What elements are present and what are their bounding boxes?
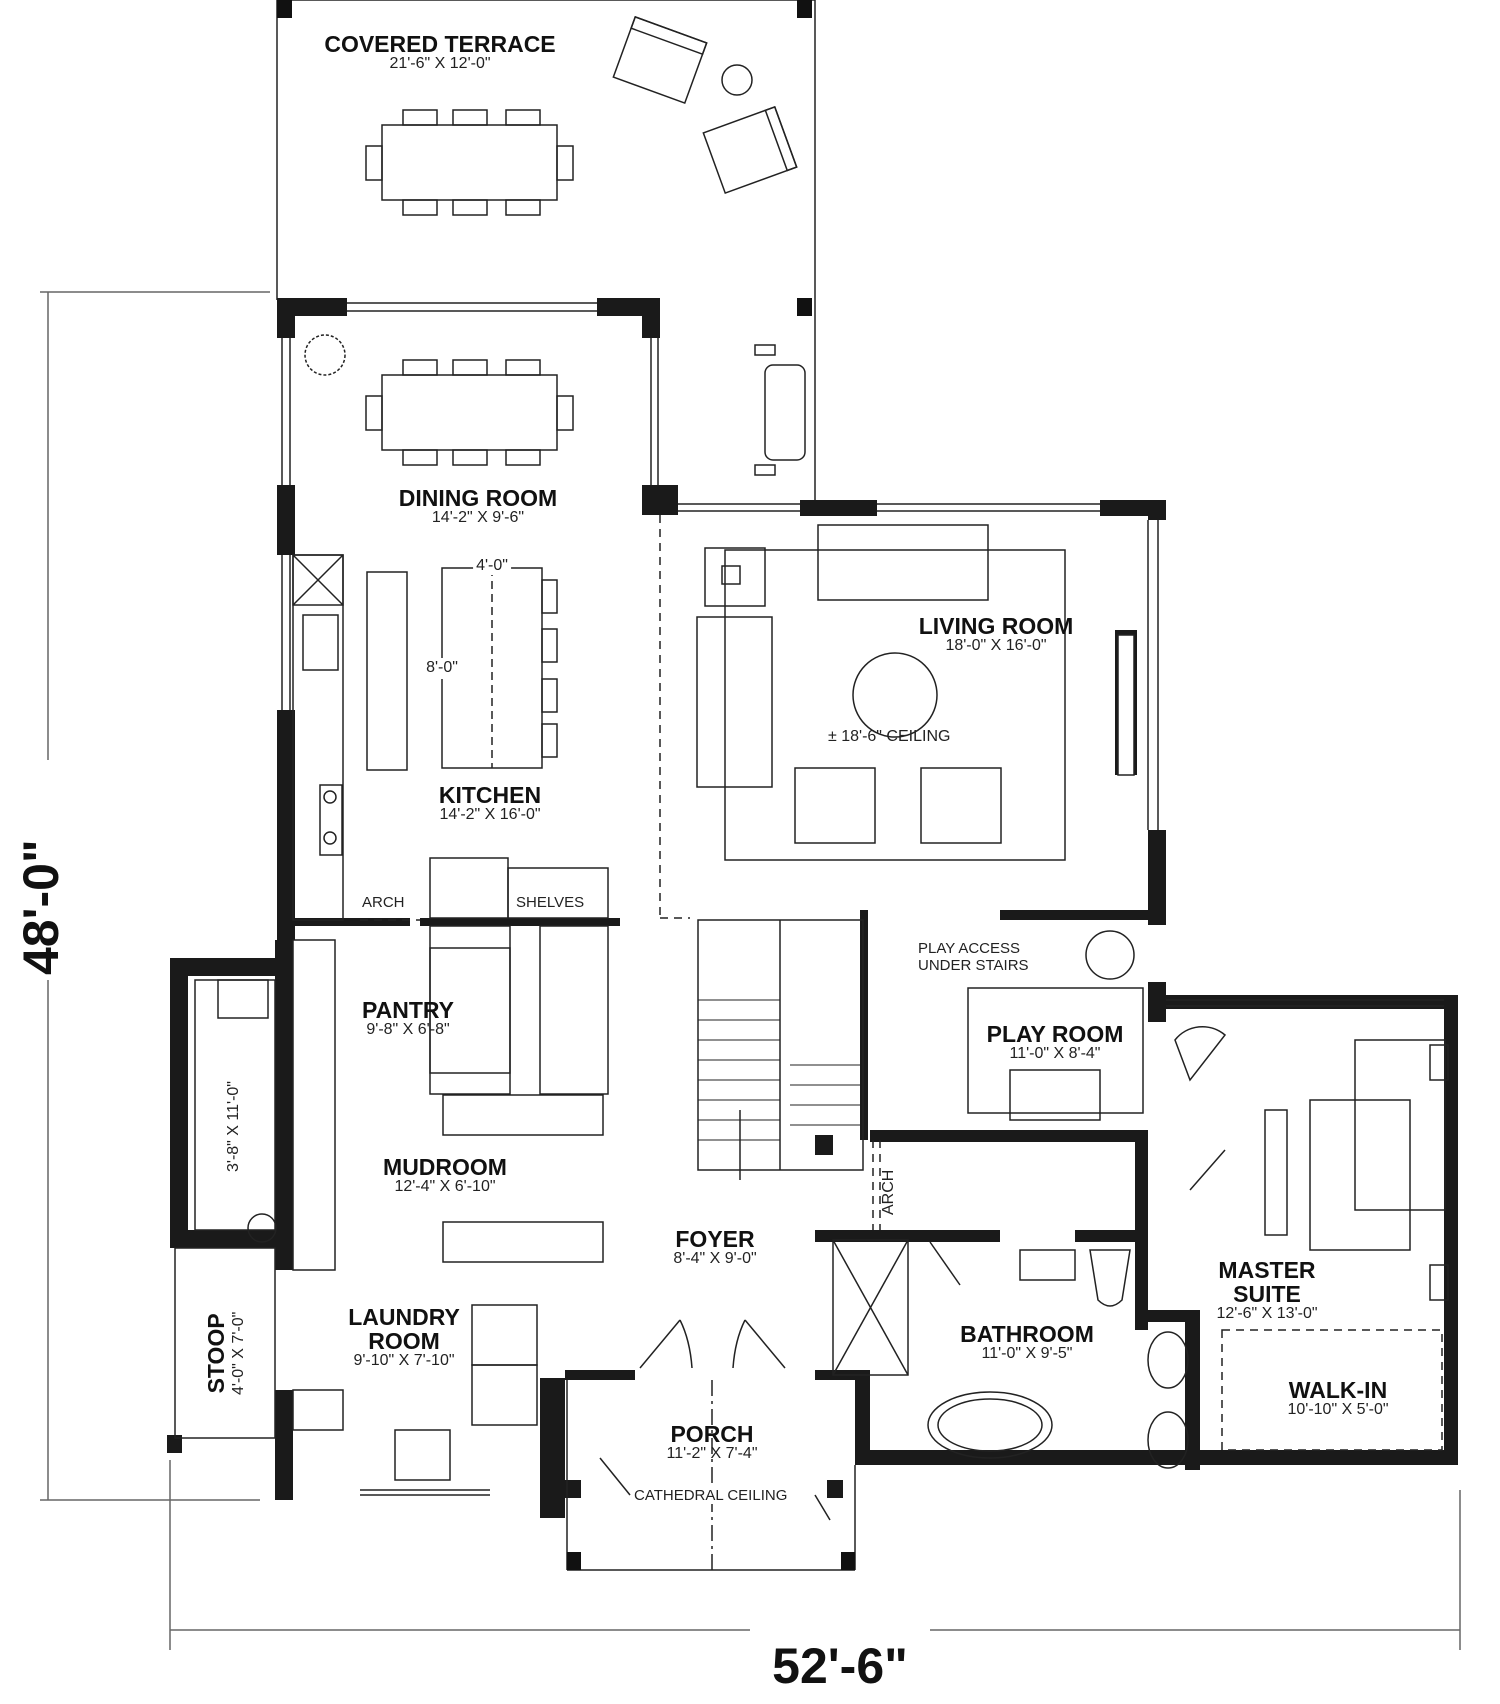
room-dimensions: 9'-10" X 7'-10": [353, 1352, 455, 1370]
note-arch-hall: ARCH: [880, 1169, 897, 1215]
room-dimensions: 8'-4" X 9'-0": [673, 1250, 757, 1268]
room-name: PORCH: [670, 1421, 754, 1447]
room-master-suite: MASTER SUITE 12'-6" X 13'-0": [1216, 1258, 1317, 1323]
room-foyer: FOYER 8'-4" X 9'-0": [673, 1227, 756, 1268]
room-name: PANTRY: [362, 997, 454, 1023]
room-name: PLAY ROOM: [986, 1021, 1124, 1047]
room-name: WALK-IN: [1288, 1377, 1388, 1403]
note-arch-kitchen: ARCH: [362, 894, 405, 911]
room-walk-in: WALK-IN 10'-10" X 5'-0": [1287, 1378, 1388, 1419]
room-name-line-2: ROOM: [368, 1328, 440, 1355]
room-pantry: PANTRY 9'-8" X 6'-8": [362, 998, 454, 1039]
room-name: MUDROOM: [383, 1154, 507, 1180]
room-bathroom: BATHROOM 11'-0" X 9'-5": [960, 1322, 1094, 1363]
room-name: LIVING ROOM: [918, 613, 1074, 639]
room-dimensions: 10'-10" X 5'-0": [1287, 1401, 1389, 1419]
room-living: LIVING ROOM 18'-0" X 16'-0": [919, 614, 1074, 655]
room-porch: PORCH 11'-2" X 7'-4": [667, 1422, 758, 1463]
room-dimensions: 11'-2" X 7'-4": [666, 1445, 758, 1463]
room-name: BATHROOM: [960, 1321, 1094, 1347]
note-line-1: PLAY ACCESS: [918, 940, 1020, 957]
note-line-2: UNDER STAIRS: [918, 957, 1029, 974]
room-name: STOOP: [203, 1313, 229, 1394]
room-name-line-1: MASTER: [1218, 1257, 1316, 1283]
overall-depth-dimension: 48'-0": [13, 839, 69, 975]
room-dimensions: 12'-6" X 13'-0": [1216, 1305, 1318, 1323]
room-name: DINING ROOM: [398, 485, 558, 511]
island-width: 4'-0": [473, 557, 511, 575]
note-cathedral-ceiling: CATHEDRAL CEILING: [632, 1487, 790, 1504]
room-name-line-2: SUITE: [1233, 1281, 1301, 1308]
room-dining: DINING ROOM 14'-2" X 9'-6": [399, 486, 557, 527]
note-play-access: PLAY ACCESS UNDER STAIRS: [918, 940, 1029, 974]
room-dimensions: 14'-2" X 16'-0": [439, 806, 541, 824]
overall-width-dimension: 52'-6": [772, 1638, 908, 1694]
room-name: FOYER: [675, 1226, 755, 1252]
room-name: COVERED TERRACE: [324, 31, 556, 57]
room-stoop: STOOP 4'-0" X 7'-0": [203, 1312, 248, 1395]
note-living-ceiling: ± 18'-6" CEILING: [828, 728, 951, 745]
room-covered-terrace: COVERED TERRACE 21'-6" X 12'-0": [324, 32, 555, 73]
room-dimensions: 18'-0" X 16'-0": [945, 637, 1047, 655]
room-kitchen: KITCHEN 14'-2" X 16'-0": [439, 783, 541, 824]
room-name-line-1: LAUNDRY: [348, 1304, 460, 1330]
room-dimensions: 12'-4" X 6'-10": [394, 1178, 496, 1196]
note-shelves: SHELVES: [516, 894, 585, 911]
room-laundry: LAUNDRY ROOM 9'-10" X 7'-10": [348, 1305, 460, 1370]
room-dimensions: 21'-6" X 12'-0": [389, 55, 491, 73]
island-length: 8'-0": [426, 658, 458, 679]
room-play: PLAY ROOM 11'-0" X 8'-4": [987, 1022, 1124, 1063]
room-dimensions: 11'-0" X 8'-4": [1009, 1045, 1101, 1063]
closet-dimensions: 3'-8" X 11'-0": [225, 1081, 242, 1172]
room-mudroom: MUDROOM 12'-4" X 6'-10": [383, 1155, 507, 1196]
room-dimensions: 9'-8" X 6'-8": [366, 1021, 450, 1039]
room-dimensions: 11'-0" X 9'-5": [981, 1345, 1073, 1363]
room-name: KITCHEN: [438, 782, 542, 808]
room-dimensions: 4'-0" X 7'-0": [230, 1311, 247, 1395]
room-dimensions: 14'-2" X 9'-6": [431, 509, 525, 527]
